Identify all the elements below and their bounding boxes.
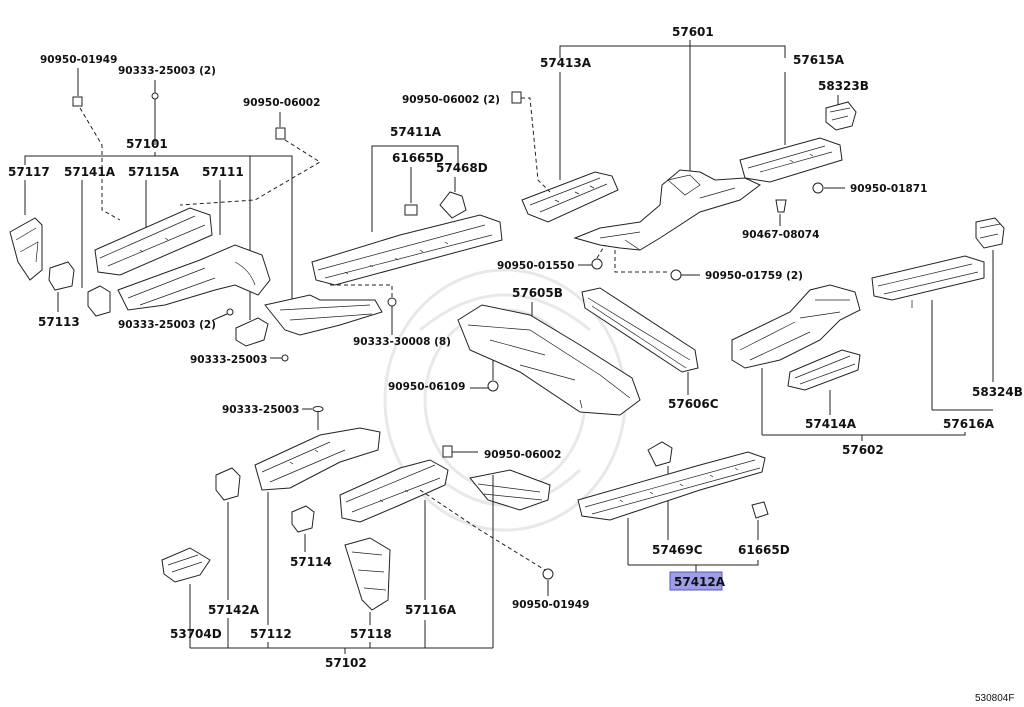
fastener-90950-06002-top[interactable] (275, 127, 286, 140)
label-90333-25003-low[interactable]: 90333-25003 (222, 404, 299, 416)
part-bracket-mid[interactable] (235, 317, 269, 347)
label-57468D[interactable]: 57468D (436, 161, 488, 175)
fastener-90950-01550[interactable] (591, 258, 603, 270)
label-57411A[interactable]: 57411A (390, 125, 442, 139)
label-57414A[interactable]: 57414A (805, 417, 857, 431)
fastener-90333-25003-top[interactable] (151, 92, 159, 100)
part-floor-side[interactable] (264, 294, 383, 336)
part-57116A[interactable] (339, 459, 449, 523)
part-floor-extension[interactable] (469, 469, 551, 511)
label-61665D-low[interactable]: 61665D (738, 543, 790, 557)
label-58323B[interactable]: 58323B (818, 79, 869, 93)
label-57469C[interactable]: 57469C (652, 543, 703, 557)
part-61665D-top[interactable] (404, 204, 418, 216)
label-90950-01759-2[interactable]: 90950-01759 (2) (705, 270, 803, 282)
part-57412A[interactable] (577, 451, 766, 521)
label-57117[interactable]: 57117 (8, 165, 50, 179)
part-57411A[interactable] (311, 214, 503, 286)
label-57602[interactable]: 57602 (842, 443, 884, 457)
label-57141A[interactable]: 57141A (64, 165, 116, 179)
part-57468D[interactable] (439, 191, 467, 219)
fastener-90333-25003-mid[interactable] (281, 354, 289, 362)
part-58324B[interactable] (975, 217, 1005, 249)
fastener-90950-01871[interactable] (812, 182, 824, 194)
label-57606C[interactable]: 57606C (668, 397, 719, 411)
label-90950-01949-top[interactable]: 90950-01949 (40, 54, 117, 66)
group-57101: 90950-01949 90333-25003 (2) 90950-06002 … (8, 54, 383, 366)
label-90333-25003-mid[interactable]: 90333-25003 (190, 354, 267, 366)
group-57602: 58324B 57414A 57616A 57602 (731, 217, 1023, 457)
part-57115A[interactable] (94, 207, 213, 276)
part-57602[interactable] (731, 284, 861, 369)
fastener-90950-06002-low[interactable] (442, 445, 453, 458)
group-57102: 90333-25003 57142A 53704D 57114 57118 90… (161, 404, 589, 670)
highlight-box-57412A[interactable] (669, 571, 723, 591)
label-90333-25003-2-top[interactable]: 90333-25003 (2) (118, 65, 216, 77)
label-57142A[interactable]: 57142A (208, 603, 260, 617)
part-57113[interactable] (48, 261, 75, 291)
part-57111[interactable] (117, 244, 271, 311)
part-57615A[interactable] (739, 137, 843, 183)
part-61665D-low[interactable] (751, 501, 769, 519)
group-57411A: 57411A 61665D 57468D 90333-30008 (8) (311, 125, 503, 348)
fastener-90950-06002-2[interactable] (511, 91, 522, 104)
label-57118[interactable]: 57118 (350, 627, 392, 641)
group-57601: 57601 57413A 57615A 58323B 90950-01871 9… (402, 25, 927, 282)
label-57412A[interactable]: 57412A (674, 575, 726, 589)
label-57605B[interactable]: 57605B (512, 286, 563, 300)
label-90333-25003-2-mid[interactable]: 90333-25003 (2) (118, 319, 216, 331)
label-57116A[interactable]: 57116A (405, 603, 457, 617)
group-57605B: 57605B 90950-06109 57606C (388, 286, 719, 416)
label-57115A[interactable]: 57115A (128, 165, 180, 179)
label-57111[interactable]: 57111 (202, 165, 244, 179)
label-61665D-top[interactable]: 61665D (392, 151, 444, 165)
part-57605B[interactable] (457, 304, 641, 416)
label-58324B[interactable]: 58324B (972, 385, 1023, 399)
part-57469C[interactable] (647, 441, 673, 467)
label-90950-06002-low[interactable]: 90950-06002 (484, 449, 561, 461)
part-57112[interactable] (254, 427, 381, 491)
part-57616A[interactable] (871, 255, 985, 301)
fastener-90333-25003-low[interactable] (312, 406, 324, 412)
label-90950-01949-low[interactable]: 90950-01949 (512, 599, 589, 611)
fastener-90950-01759[interactable] (670, 269, 682, 281)
fastener-90467-08074[interactable] (775, 199, 787, 213)
label-90950-01550[interactable]: 90950-01550 (497, 260, 574, 272)
part-57141A[interactable] (87, 285, 111, 317)
fastener-90950-01949-top[interactable] (72, 96, 83, 107)
label-90950-01871[interactable]: 90950-01871 (850, 183, 927, 195)
diagram-id: 530804F (975, 693, 1014, 704)
part-57118[interactable] (344, 537, 391, 611)
label-53704D[interactable]: 53704D (170, 627, 222, 641)
fastener-90333-25003-2-mid[interactable] (226, 308, 234, 316)
label-57112[interactable]: 57112 (250, 627, 292, 641)
label-57114[interactable]: 57114 (290, 555, 332, 569)
label-57601[interactable]: 57601 (672, 25, 714, 39)
part-57413A[interactable] (521, 171, 619, 223)
fastener-90950-06109[interactable] (487, 380, 499, 392)
label-90950-06109[interactable]: 90950-06109 (388, 381, 465, 393)
fastener-90950-01949-low[interactable] (542, 568, 554, 580)
part-57142A[interactable] (215, 467, 241, 501)
part-53704D[interactable] (161, 547, 211, 583)
label-57113[interactable]: 57113 (38, 315, 80, 329)
label-90467-08074[interactable]: 90467-08074 (742, 229, 819, 241)
part-57114[interactable] (291, 505, 315, 533)
label-90950-06002-top[interactable]: 90950-06002 (243, 97, 320, 109)
label-57102[interactable]: 57102 (325, 656, 367, 670)
label-57616A[interactable]: 57616A (943, 417, 995, 431)
label-90333-30008-8[interactable]: 90333-30008 (8) (353, 336, 451, 348)
group-57412A: 57469C 61665D 57412A (577, 441, 790, 591)
label-57413A[interactable]: 57413A (540, 56, 592, 70)
fastener-90333-30008[interactable] (387, 297, 397, 307)
label-57101[interactable]: 57101 (126, 137, 168, 151)
part-58323B[interactable] (825, 101, 857, 131)
label-57615A[interactable]: 57615A (793, 53, 845, 67)
label-90950-06002-2[interactable]: 90950-06002 (2) (402, 94, 500, 106)
part-57414A[interactable] (787, 349, 861, 391)
